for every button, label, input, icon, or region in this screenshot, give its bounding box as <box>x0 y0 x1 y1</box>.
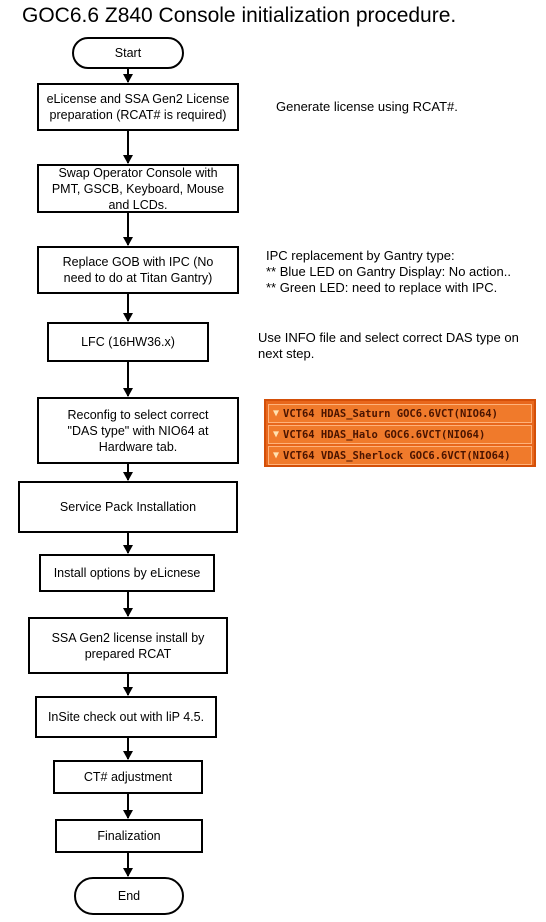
chevron-down-icon: ▼ <box>272 408 280 419</box>
step-elicense-label: eLicense and SSA Gen2 License preparatio… <box>46 92 230 122</box>
das-option-halo[interactable]: ▼ VCT64 HDAS_Halo GOC6.6VCT(NIO64) <box>268 425 532 444</box>
chevron-down-icon: ▼ <box>272 429 280 440</box>
note-generate-license: Generate license using RCAT#. <box>276 99 458 114</box>
das-option-label: VCT64 VDAS_Sherlock GOC6.6VCT(NIO64) <box>283 449 511 462</box>
step-lfc: LFC (16HW36.x) <box>47 322 209 362</box>
note-info-line-2: next step. <box>258 346 315 361</box>
page-title: GOC6.6 Z840 Console initialization proce… <box>22 4 457 27</box>
start-label: Start <box>114 46 142 60</box>
step-reconfig-das: Reconfig to select correct "DAS type" wi… <box>37 397 239 464</box>
das-option-sherlock[interactable]: ▼ VCT64 VDAS_Sherlock GOC6.6VCT(NIO64) <box>268 446 532 465</box>
end-label: End <box>117 889 141 903</box>
step-finalization-label: Finalization <box>97 829 161 843</box>
note-info-line-1: Use INFO file and select correct DAS typ… <box>258 330 519 345</box>
step-lfc-label: LFC (16HW36.x) <box>81 335 175 349</box>
step-swap-console: Swap Operator Console with PMT, GSCB, Ke… <box>37 164 239 213</box>
note-ipc-line-2: ** Blue LED on Gantry Display: No action… <box>266 264 511 279</box>
note-ipc-replacement: IPC replacement by Gantry type: ** Blue … <box>266 248 511 296</box>
step-finalization: Finalization <box>55 819 203 853</box>
step-install-options-label: Install options by eLicnese <box>53 566 201 580</box>
das-type-options-panel: ▼ VCT64 HDAS_Saturn GOC6.6VCT(NIO64) ▼ V… <box>264 399 536 467</box>
start-terminal: Start <box>72 37 184 69</box>
step-service-pack: Service Pack Installation <box>18 481 238 533</box>
step-ssa-install: SSA Gen2 license install by prepared RCA… <box>28 617 228 674</box>
step-reconfig-label: Reconfig to select correct "DAS type" wi… <box>67 407 209 454</box>
step-insite-checkout: InSite check out with liP 4.5. <box>35 696 217 738</box>
step-ct-label: CT# adjustment <box>83 770 173 784</box>
step-ct-adjustment: CT# adjustment <box>53 760 203 794</box>
chevron-down-icon: ▼ <box>272 450 280 461</box>
step-swap-label: Swap Operator Console with PMT, GSCB, Ke… <box>51 165 225 212</box>
step-replace-gob: Replace GOB with IPC (No need to do at T… <box>37 246 239 294</box>
das-option-label: VCT64 HDAS_Halo GOC6.6VCT(NIO64) <box>283 428 486 441</box>
step-service-pack-label: Service Pack Installation <box>59 500 197 514</box>
step-replace-label: Replace GOB with IPC (No need to do at T… <box>62 255 214 285</box>
note-ipc-line-3: ** Green LED: need to replace with IPC. <box>266 280 498 295</box>
step-insite-label: InSite check out with liP 4.5. <box>47 710 205 724</box>
step-elicense-preparation: eLicense and SSA Gen2 License preparatio… <box>37 83 239 131</box>
das-option-saturn[interactable]: ▼ VCT64 HDAS_Saturn GOC6.6VCT(NIO64) <box>268 404 532 423</box>
step-ssa-install-label: SSA Gen2 license install by prepared RCA… <box>51 630 205 661</box>
step-install-options: Install options by eLicnese <box>39 554 215 592</box>
note-ipc-line-1: IPC replacement by Gantry type: <box>266 248 455 263</box>
end-terminal: End <box>74 877 184 915</box>
note-info-file: Use INFO file and select correct DAS typ… <box>258 330 519 362</box>
das-option-label: VCT64 HDAS_Saturn GOC6.6VCT(NIO64) <box>283 407 498 420</box>
